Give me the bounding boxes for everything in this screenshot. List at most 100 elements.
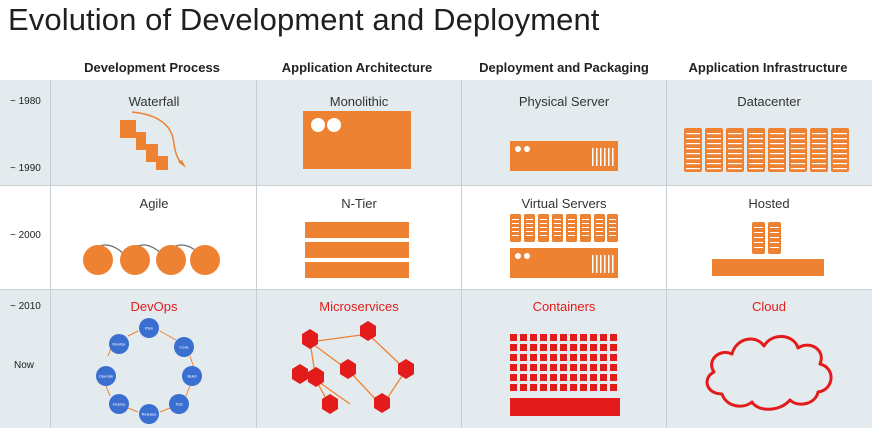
devops-node [169, 394, 189, 414]
container-cell [510, 384, 517, 391]
container-cell [520, 344, 527, 351]
container-cell [520, 334, 527, 341]
container-cell [530, 364, 537, 371]
container-cell [570, 364, 577, 371]
container-cell [530, 344, 537, 351]
container-cell [570, 344, 577, 351]
container-cell [550, 374, 557, 381]
container-cell [600, 374, 607, 381]
container-cell [580, 364, 587, 371]
container-cell [540, 374, 547, 381]
devops-step-monitor: Monitor [112, 342, 126, 347]
container-cell [590, 344, 597, 351]
cell-label-waterfall: Waterfall [128, 94, 180, 109]
container-cell [520, 374, 527, 381]
container-cell [600, 334, 607, 341]
row-label-now: Now [14, 360, 35, 371]
container-cell [580, 374, 587, 381]
devops-node [182, 366, 202, 386]
devops-node [109, 394, 129, 414]
devops-node [139, 404, 159, 424]
container-cell [560, 344, 567, 351]
container-cell [540, 384, 547, 391]
container-cell [560, 374, 567, 381]
devops-step-operate: Operate [99, 374, 114, 379]
container-cell [540, 344, 547, 351]
container-cell [600, 354, 607, 361]
column-header-development-process: Development Process [84, 60, 220, 75]
container-cell [520, 364, 527, 371]
container-cell [550, 364, 557, 371]
container-cell [530, 374, 537, 381]
row-label-1980: ~ 1980 [10, 96, 41, 107]
container-cell [580, 354, 587, 361]
devops-step-build: Build [188, 374, 197, 379]
container-cell [610, 364, 617, 371]
container-cell [510, 354, 517, 361]
container-cell [550, 354, 557, 361]
column-header-application-infrastructure: Application Infrastructure [688, 60, 848, 75]
container-cell [580, 384, 587, 391]
container-cell [580, 334, 587, 341]
container-cell [530, 384, 537, 391]
container-cell [510, 334, 517, 341]
container-cell [590, 384, 597, 391]
container-cell [570, 384, 577, 391]
devops-node [96, 366, 116, 386]
container-cell [590, 374, 597, 381]
cell-label-microservices: Microservices [319, 299, 399, 314]
devops-node [174, 337, 194, 357]
column-divider [461, 80, 462, 428]
page-title: Evolution of Development and Deployment [8, 2, 600, 37]
cell-label-physical-server: Physical Server [518, 94, 610, 109]
container-cell [540, 334, 547, 341]
container-cell [610, 354, 617, 361]
container-cell [530, 334, 537, 341]
agile-icon [83, 244, 220, 275]
container-cell [560, 354, 567, 361]
devops-cycle-diagram: Plan Code Build Test Release Deploy Oper… [96, 318, 202, 424]
container-cell [590, 334, 597, 341]
container-cell [550, 334, 557, 341]
container-cell [610, 334, 617, 341]
container-cell [590, 354, 597, 361]
container-cell [600, 384, 607, 391]
container-cell [570, 354, 577, 361]
column-header-deployment-packaging: Deployment and Packaging [479, 60, 649, 75]
cell-label-agile: Agile [139, 196, 169, 211]
cell-label-devops: DevOps [130, 299, 178, 314]
cell-label-containers: Containers [532, 299, 596, 314]
microservices-icon [292, 321, 414, 414]
container-cell [570, 374, 577, 381]
container-cell [510, 364, 517, 371]
virtual-servers-icon [510, 214, 618, 278]
devops-step-deploy: Deploy [113, 402, 125, 407]
devops-node [109, 334, 129, 354]
container-cell [580, 344, 587, 351]
container-cell [570, 334, 577, 341]
n-tier-icon [305, 222, 409, 278]
container-cell [520, 384, 527, 391]
container-cell [560, 334, 567, 341]
devops-step-release: Release [142, 412, 157, 417]
datacenter-icon [684, 128, 849, 172]
devops-step-test: Test [175, 402, 183, 407]
container-cell [600, 364, 607, 371]
cell-label-virtual-servers: Virtual Servers [521, 196, 607, 211]
physical-server-icon [510, 141, 618, 171]
cloud-icon [705, 335, 833, 411]
cell-label-hosted: Hosted [748, 196, 790, 211]
container-cell [530, 354, 537, 361]
container-cell [510, 344, 517, 351]
container-cell [550, 344, 557, 351]
column-divider [50, 80, 51, 428]
container-cell [540, 364, 547, 371]
devops-node [139, 318, 159, 338]
container-cell [510, 374, 517, 381]
devops-step-plan: Plan [145, 326, 153, 331]
row-label-1990: ~ 1990 [10, 163, 41, 174]
container-cell [560, 384, 567, 391]
container-cell [560, 364, 567, 371]
cell-label-datacenter: Datacenter [737, 94, 801, 109]
containers-icon [510, 334, 620, 416]
